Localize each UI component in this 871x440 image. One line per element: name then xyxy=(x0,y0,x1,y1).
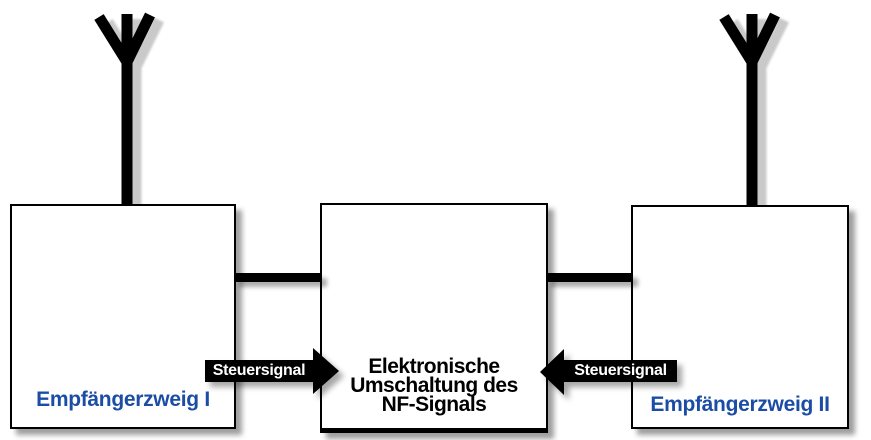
antenna-icon xyxy=(94,12,155,208)
receiver-branch-2-box: Empfängerzweig II xyxy=(631,205,849,429)
arrow-right-icon xyxy=(313,348,339,394)
signal-line-left xyxy=(234,273,322,282)
control-signal-label-right: Steuersignal xyxy=(564,360,677,382)
receiver-branch-2-label: Empfängerzweig II xyxy=(650,393,830,416)
antenna-icon xyxy=(719,12,780,208)
control-signal-arrow-left: Steuersignal xyxy=(205,348,339,394)
control-signal-arrow-right: Steuersignal xyxy=(540,349,677,395)
electronic-switching-label-line1: Elektronische xyxy=(368,355,500,378)
receiver-branch-1-box: Empfängerzweig I xyxy=(10,204,236,429)
signal-line-right xyxy=(546,273,633,282)
electronic-switching-box: Elektronische Umschaltung des NF-Signals xyxy=(320,203,548,433)
arrow-left-icon xyxy=(540,349,564,395)
electronic-switching-label-line2: Umschaltung des xyxy=(350,374,518,397)
receiver-branch-1-label: Empfängerzweig I xyxy=(36,388,210,411)
electronic-switching-label: Elektronische Umschaltung des NF-Signals xyxy=(322,355,546,416)
control-signal-label-left: Steuersignal xyxy=(205,360,313,382)
electronic-switching-label-line3: NF-Signals xyxy=(381,393,487,416)
